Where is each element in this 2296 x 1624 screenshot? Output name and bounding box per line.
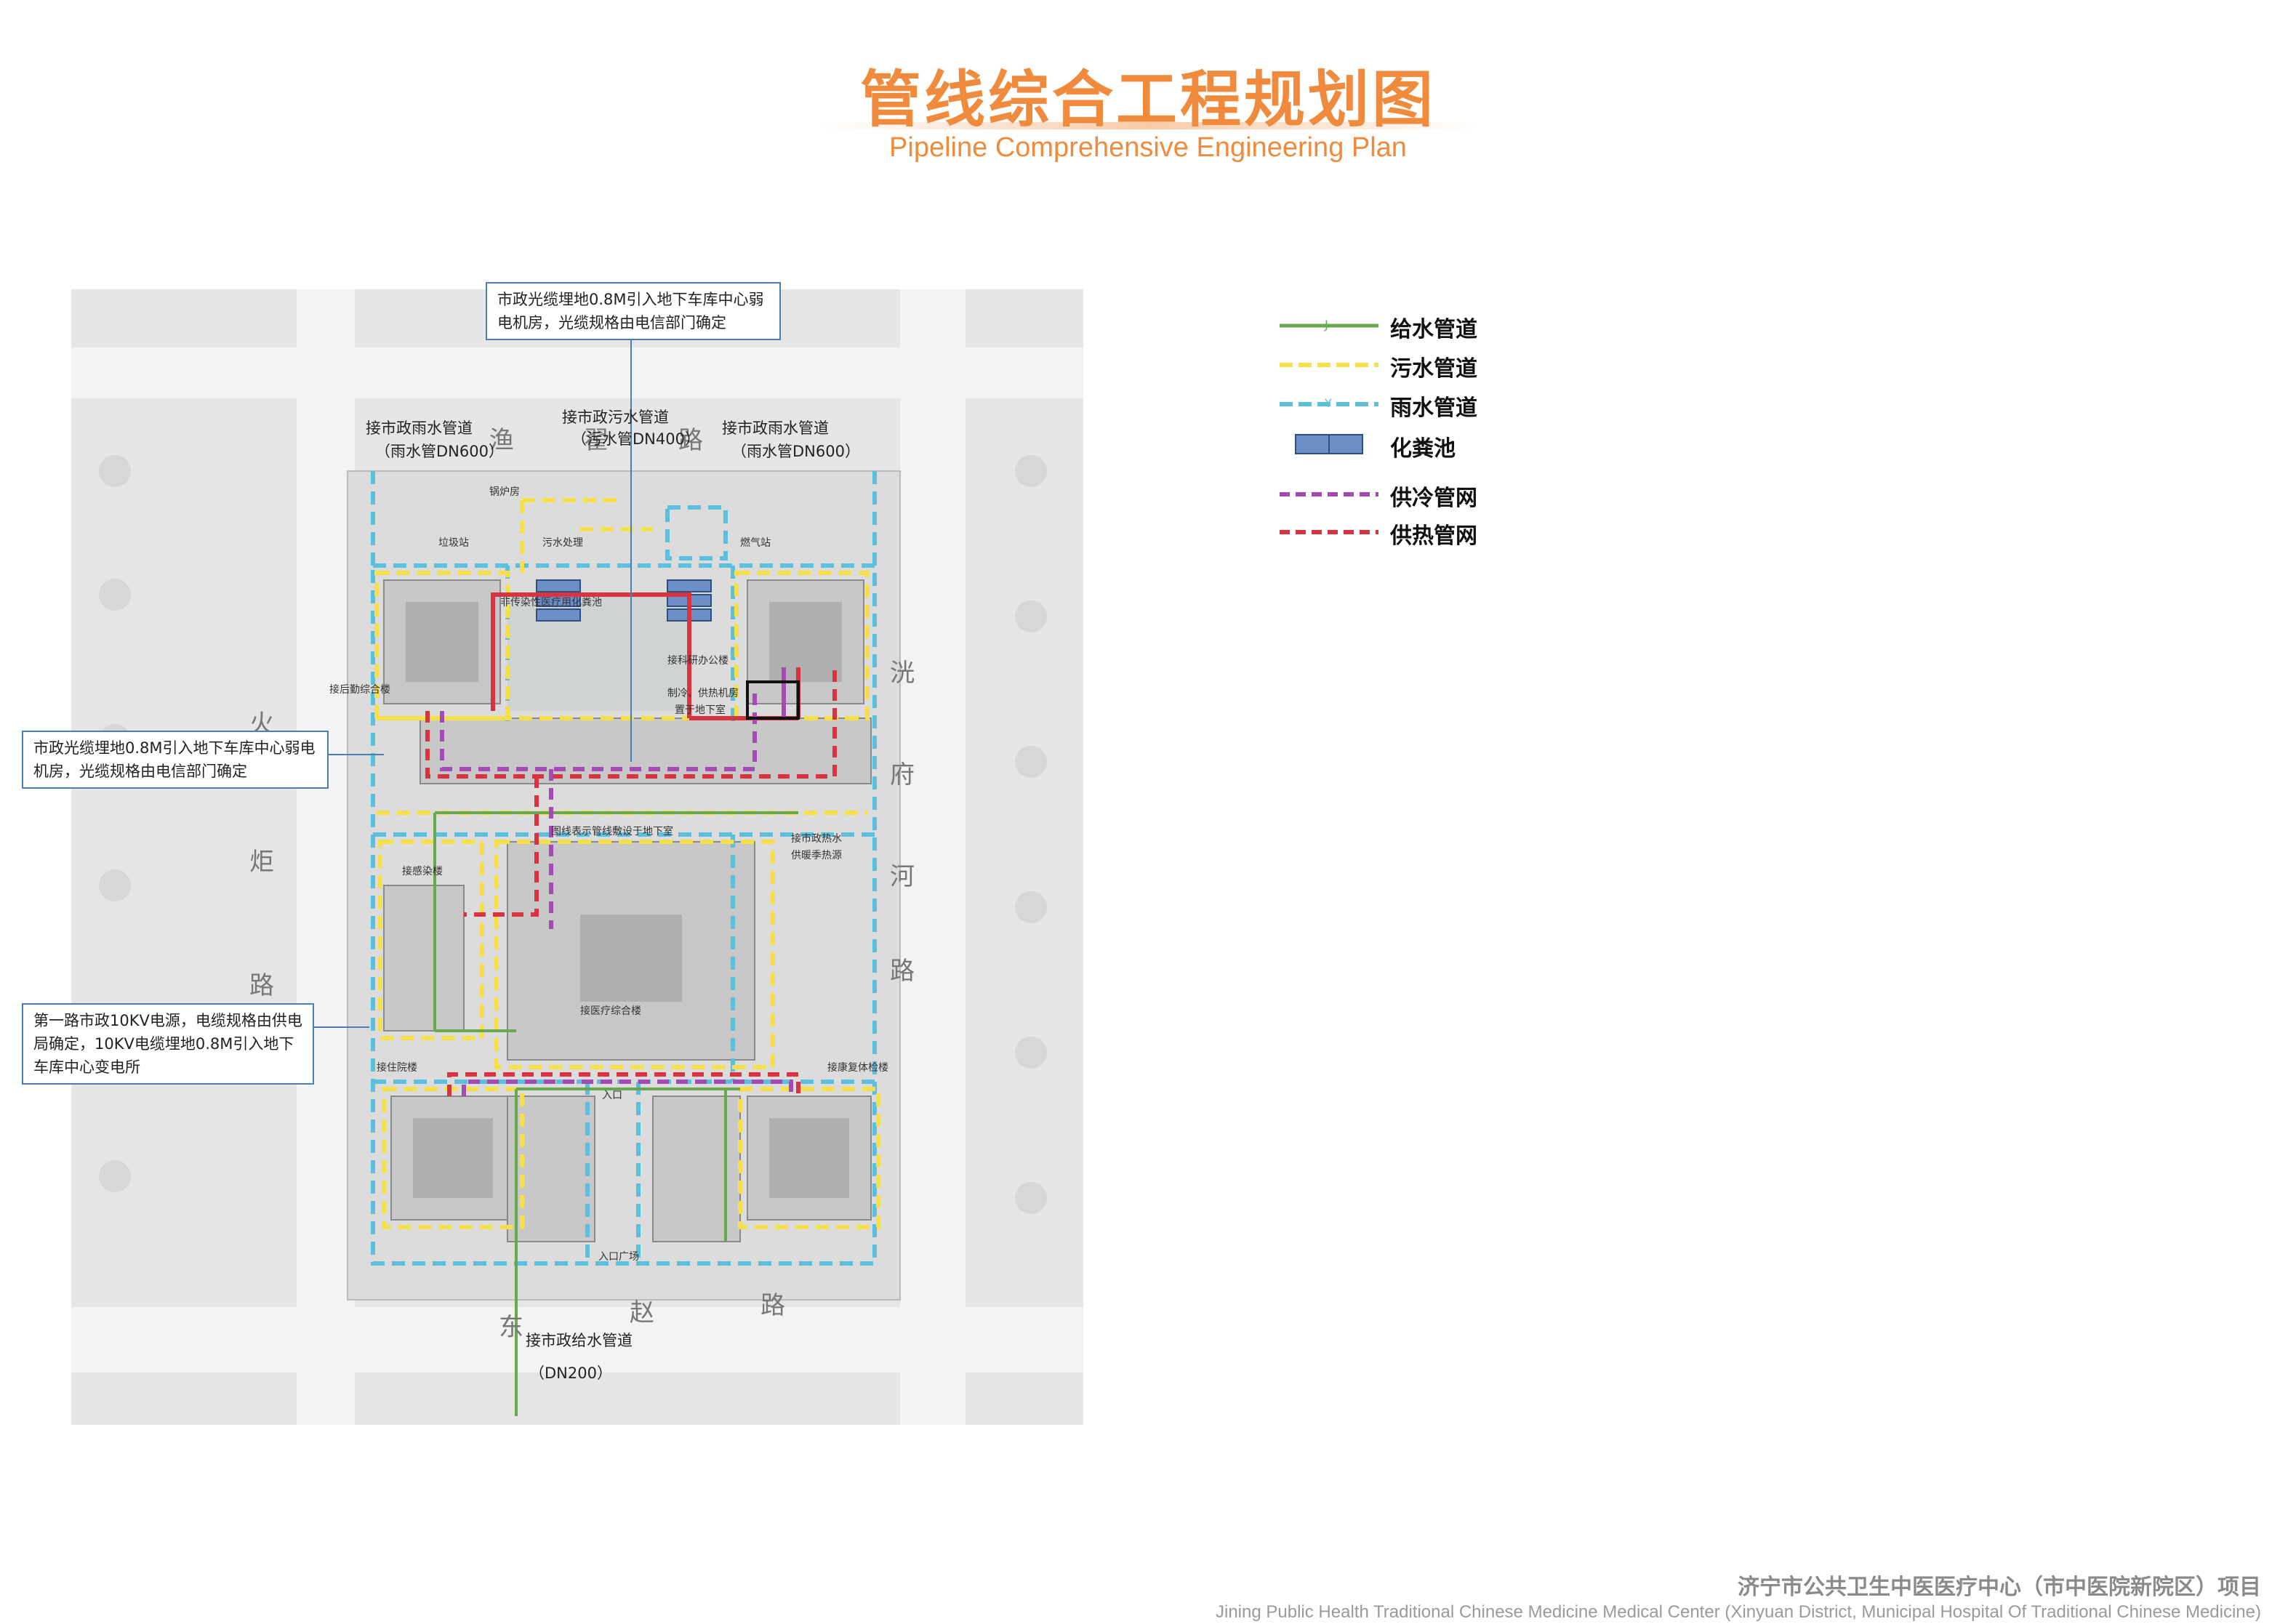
inpatient-label: 接住院楼 — [377, 1062, 417, 1074]
rain-left-label-2: （雨水管DN600） — [375, 443, 504, 460]
waste-label: 垃圾站 — [438, 537, 469, 549]
callout-left-fiber: 市政光缆埋地0.8M引入地下车库中心弱电机房，光缆规格由电信部门确定 — [22, 731, 329, 789]
legend-item-cooling: 供冷管网 — [1280, 480, 1570, 511]
legend-item-rain: Y 雨水管道 — [1280, 390, 1570, 421]
legend-item-heating: 供热管网 — [1280, 518, 1570, 549]
boiler-label: 锅炉房 — [489, 486, 520, 498]
road-east-char-3: 河 — [890, 862, 915, 891]
sewage-label-1: 接市政污水管道 — [562, 409, 669, 426]
svg-text:J: J — [1324, 318, 1328, 331]
site-plan-map: 渔 翟 路 洸 府 河 路 火 炬 路 东 赵 路 接市政雨水管道 （雨水管DN… — [71, 289, 1083, 1425]
road-east-char-4: 路 — [890, 957, 915, 986]
infection-label: 接感染楼 — [402, 866, 443, 877]
legend-label-rain: 雨水管道 — [1390, 395, 1477, 421]
legend-item-water: J 给水管道 — [1280, 311, 1570, 342]
page-subtitle: Pipeline Comprehensive Engineering Plan — [889, 132, 1407, 163]
footer-project-title: 济宁市公共卫生中医医疗中心（市中医院新院区）项目 — [1738, 1575, 2261, 1600]
heat-label: 接市政热水 — [791, 833, 842, 845]
road-east-char-2: 府 — [890, 760, 915, 789]
road-west-char-2: 炬 — [249, 848, 274, 877]
road-north-char-1: 渔 — [489, 426, 514, 455]
rain-left-label-1: 接市政雨水管道 — [366, 419, 473, 437]
basement-label: 置于地下室 — [675, 704, 726, 716]
legend-label-sewage: 污水管道 — [1390, 356, 1477, 382]
title-underline — [822, 122, 1476, 129]
road-north-char-2: 翟 — [584, 426, 609, 455]
legend-label-septic: 化粪池 — [1390, 436, 1456, 462]
road-east-char-1: 洸 — [890, 659, 915, 688]
footer-project-title-en: Jining Public Health Traditional Chinese… — [1216, 1602, 2261, 1622]
legend-item-sewage: 污水管道 — [1280, 350, 1570, 382]
page-title: 管线综合工程规划图 — [859, 64, 1436, 135]
plaza-label: 入口广场 — [598, 1251, 639, 1263]
legend-item-septic: 化粪池 — [1280, 430, 1570, 462]
site-plan-drawing — [71, 289, 1083, 1425]
septic-label: 非传染性医疗用化粪池 — [500, 597, 602, 608]
logistics-label: 接后勤综合楼 — [329, 684, 390, 696]
road-south-char-3: 路 — [760, 1291, 785, 1320]
svg-text:Y: Y — [1324, 397, 1332, 410]
heat2-label: 供暖季热源 — [791, 850, 842, 861]
water-line-icon: J — [1280, 318, 1378, 331]
legend-label-heating: 供热管网 — [1390, 523, 1477, 549]
pipe-note-label: 图线表示管线敷设于地下室 — [551, 826, 673, 837]
road-north-char-3: 路 — [678, 426, 703, 455]
medical-label: 接医疗综合楼 — [580, 1005, 641, 1017]
callout-top-fiber: 市政光缆埋地0.8M引入地下车库中心弱电机房，光缆规格由电信部门确定 — [486, 282, 781, 340]
road-south-char-1: 东 — [499, 1313, 523, 1342]
gas-label: 燃气站 — [740, 537, 771, 549]
entrance-label: 入口 — [602, 1090, 622, 1101]
road-west-char-3: 路 — [249, 971, 274, 1000]
research-label: 接科研办公楼 — [667, 655, 728, 667]
legend-label-water: 给水管道 — [1390, 317, 1477, 342]
sewage-line-icon — [1280, 363, 1378, 367]
rehab-label: 接康复体检楼 — [827, 1062, 888, 1074]
sewage-station-label: 污水处理 — [542, 537, 583, 549]
callout-left-power: 第一路市政10KV电源，电缆规格由供电局确定，10KV电缆埋地0.8M引入地下车… — [22, 1003, 314, 1085]
legend-label-cooling: 供冷管网 — [1390, 486, 1477, 511]
cooling-line-icon — [1280, 492, 1378, 497]
sewage-label-2: （污水管DN400） — [571, 430, 700, 448]
cooling-room-label: 制冷、供热机房 — [667, 688, 739, 699]
water-label-2: （DN200） — [529, 1364, 612, 1382]
rain-line-icon: Y — [1280, 397, 1378, 410]
heating-line-icon — [1280, 530, 1378, 534]
rain-right-label-1: 接市政雨水管道 — [722, 419, 829, 437]
septic-tank-icon — [1295, 434, 1363, 454]
rain-right-label-2: （雨水管DN600） — [731, 443, 860, 460]
water-label-1: 接市政给水管道 — [526, 1332, 633, 1349]
road-south-char-2: 赵 — [630, 1298, 654, 1327]
